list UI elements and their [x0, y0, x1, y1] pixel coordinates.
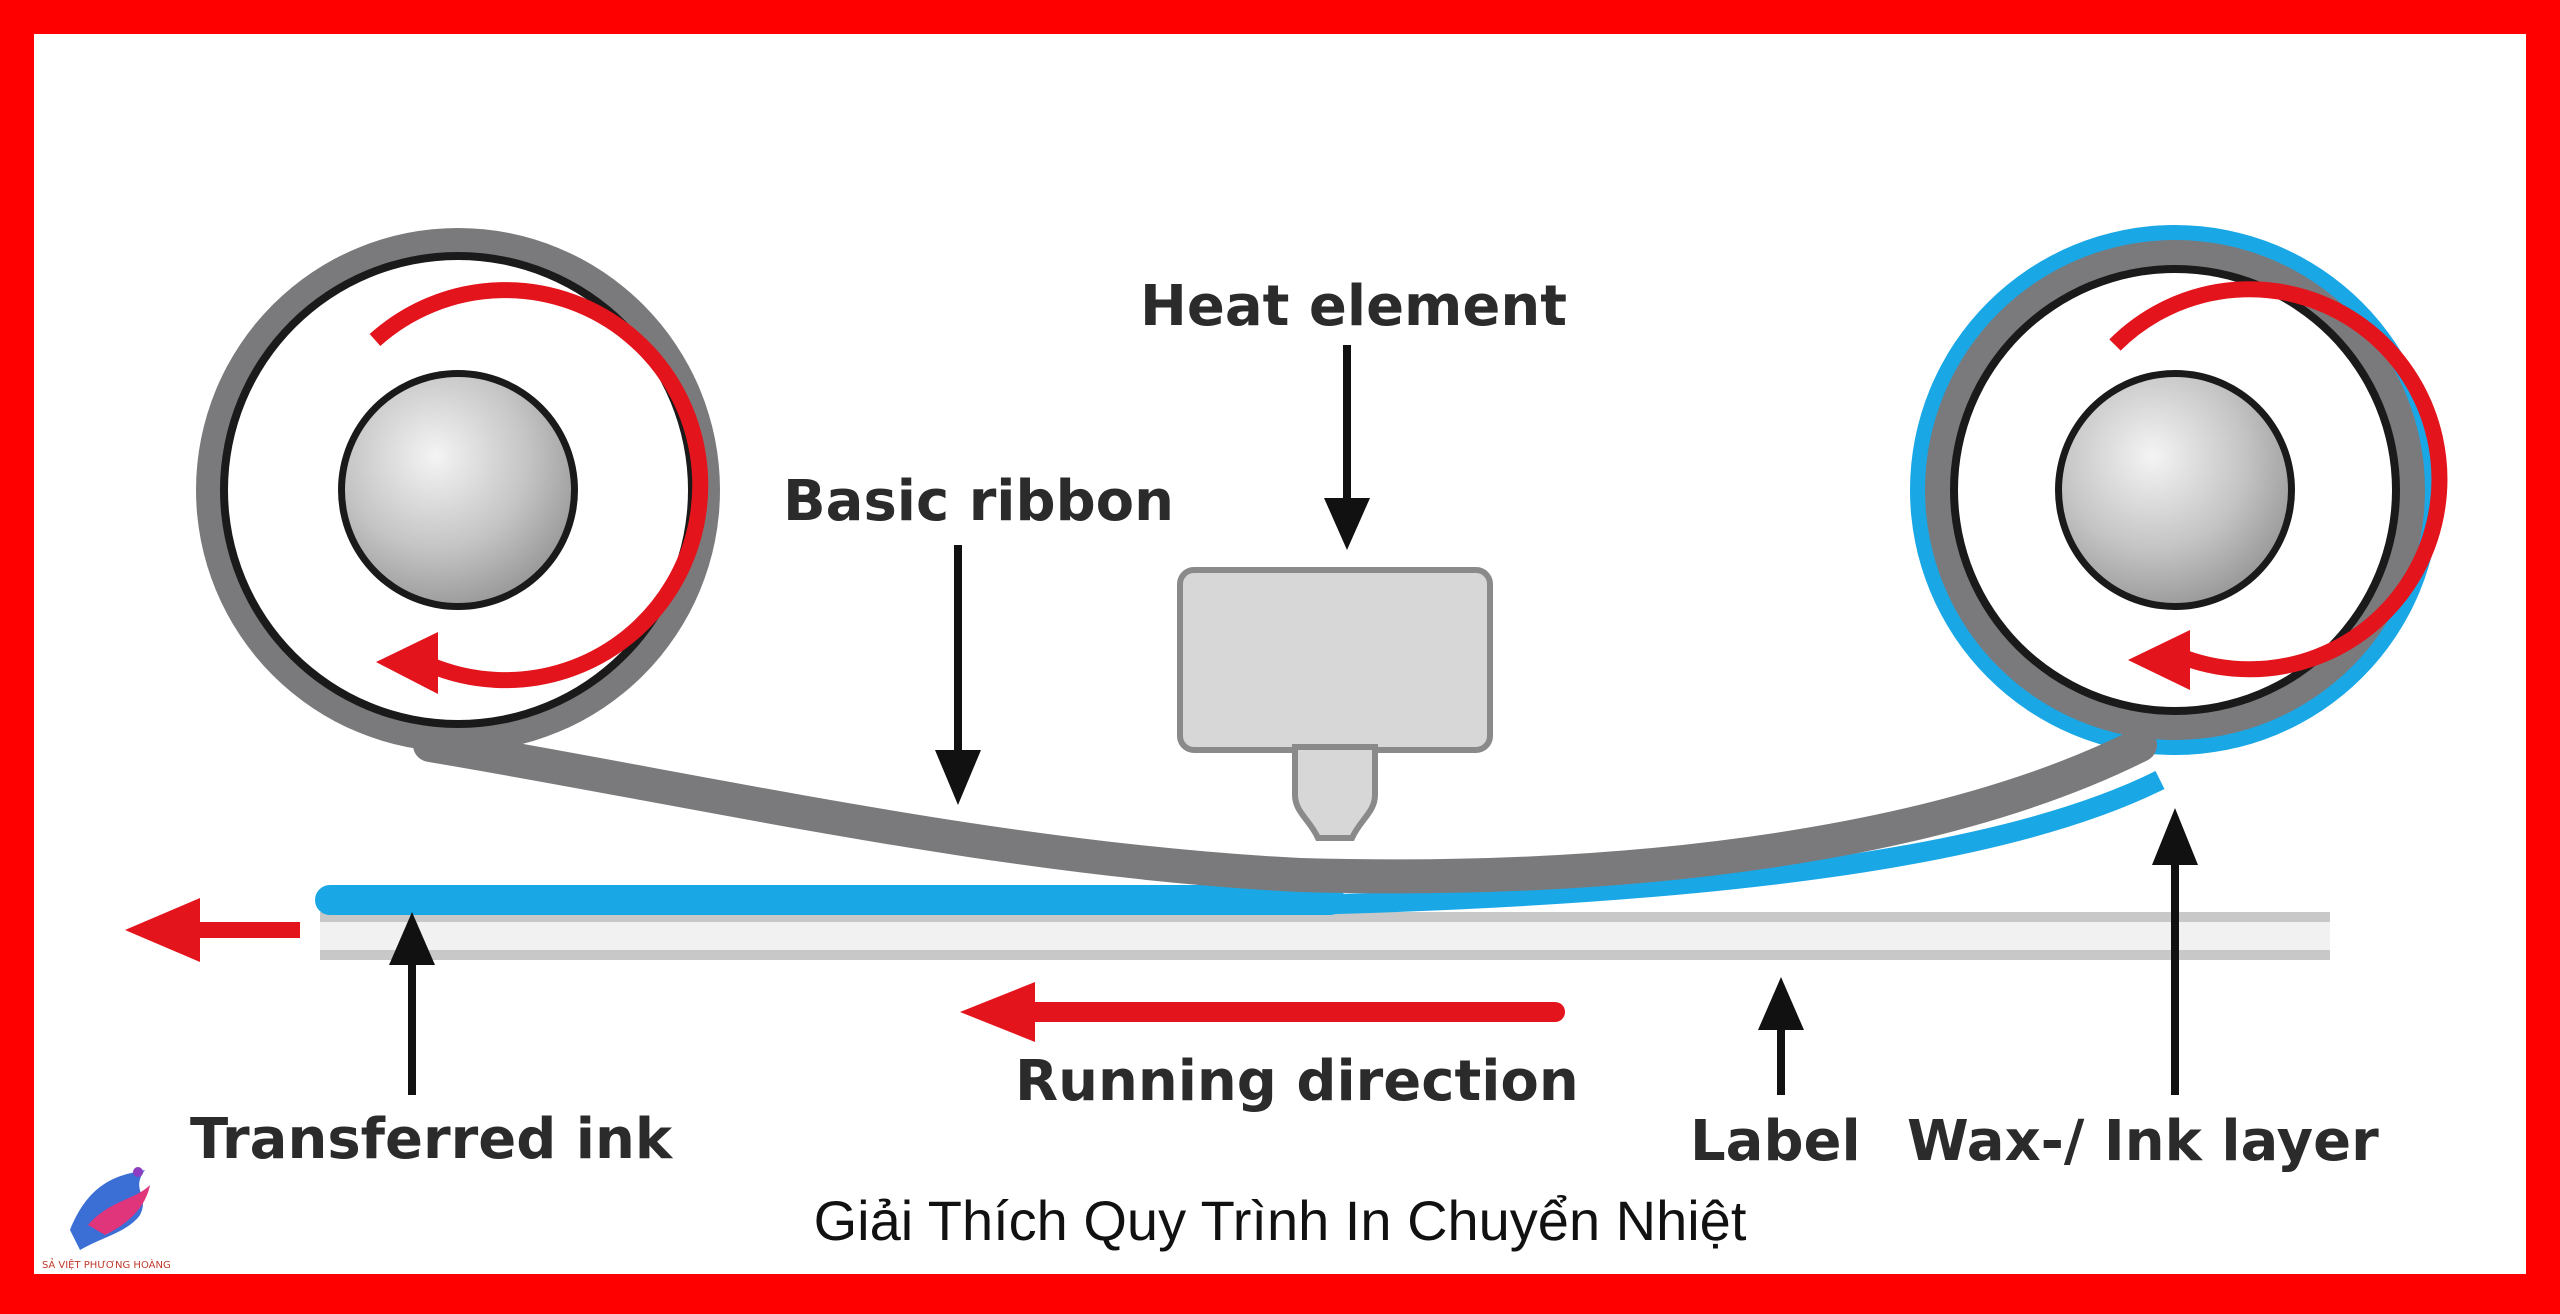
ink-layer-ribbon [1299, 771, 2165, 915]
transferred-ink-label: Transferred ink [190, 1107, 674, 1172]
logo-phoenix-icon: SẢ VIỆT PHƯƠNG HOÀNG [42, 1167, 171, 1271]
running-direction-arrow [960, 982, 1565, 1042]
rotation-arrow-right [2109, 281, 2448, 690]
basic-ribbon-label: Basic ribbon [783, 469, 1174, 534]
heat-element-label: Heat element [1140, 274, 1567, 339]
transfer-out-arrow [125, 898, 300, 962]
logo-text: SẢ VIỆT PHƯƠNG HOÀNG [42, 1257, 171, 1271]
basic-ribbon [413, 728, 2157, 894]
supply-roll-left [196, 228, 720, 752]
label-pointer [1758, 977, 1804, 1095]
wax-ink-layer-label: Wax-/ Ink layer [1907, 1109, 2379, 1174]
running-direction-label: Running direction [1015, 1049, 1579, 1114]
basic-ribbon-pointer [935, 545, 981, 805]
heat-element [1177, 567, 1493, 841]
heat-element-pointer [1324, 345, 1370, 550]
transferred-ink-pointer [389, 912, 435, 1095]
label-label: Label [1690, 1109, 1861, 1174]
take-up-roll-right [1910, 225, 2440, 755]
wax-ink-layer-pointer [2152, 808, 2198, 1095]
rotation-arrow-left [369, 282, 709, 694]
caption: Giải Thích Quy Trình In Chuyển Nhiệt [814, 1189, 1747, 1252]
label-stock [320, 912, 2330, 960]
